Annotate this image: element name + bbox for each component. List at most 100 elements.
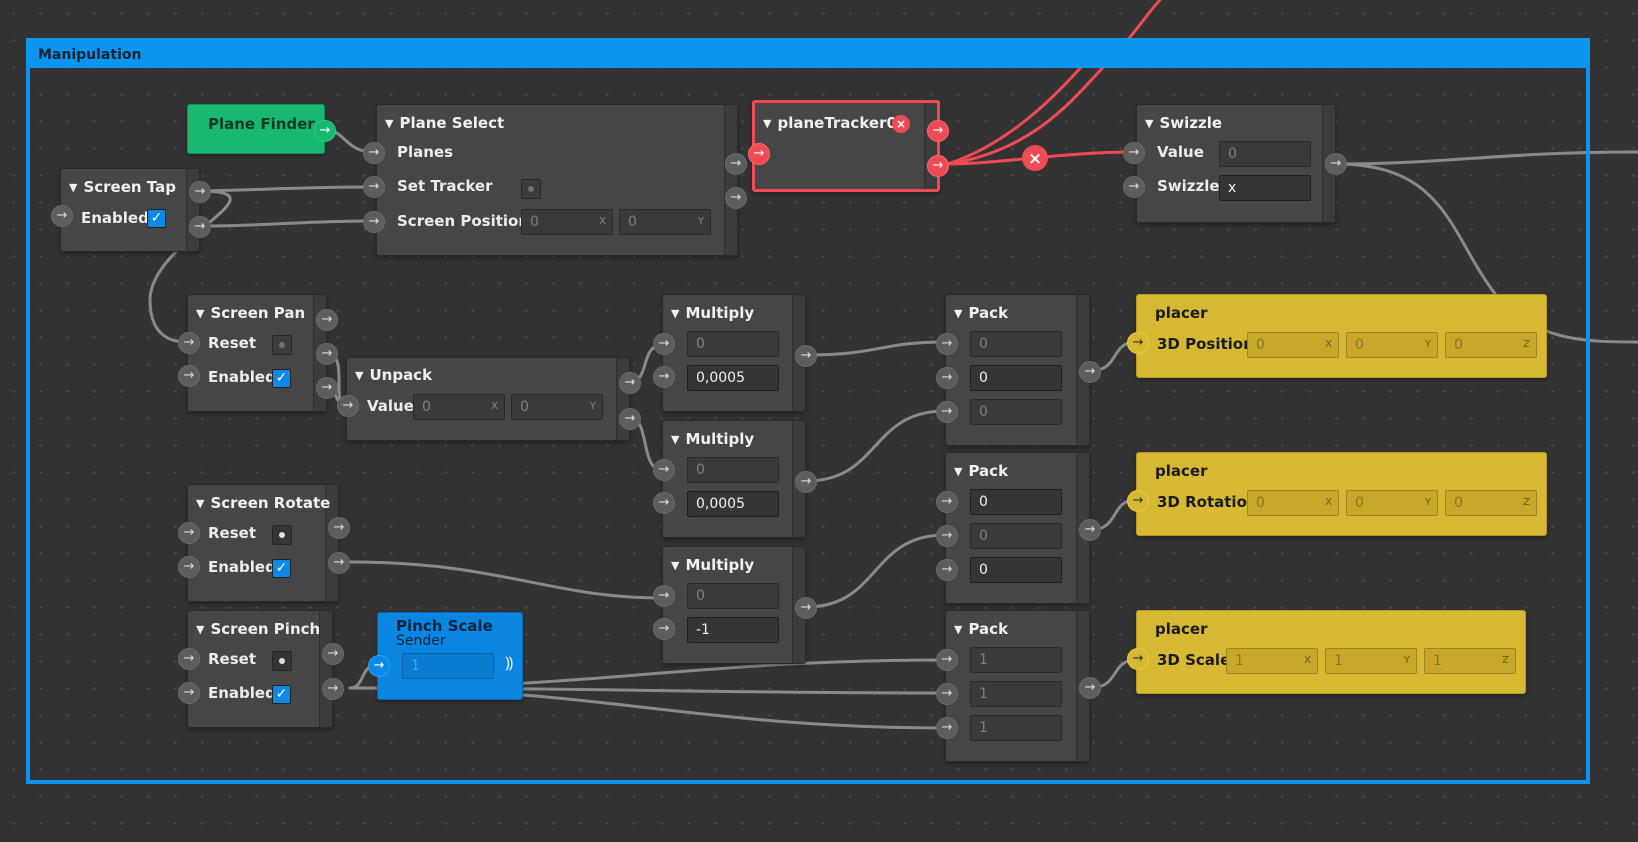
screen-pan-output-3[interactable]: → bbox=[316, 377, 338, 399]
wire-tap-screenposition[interactable] bbox=[198, 219, 376, 228]
wire-mul2-pack1[interactable] bbox=[804, 409, 947, 483]
plane-select-planes-port[interactable]: → bbox=[363, 142, 385, 164]
swizzle-output-port[interactable]: → bbox=[1325, 153, 1347, 175]
multiply-2-a-field[interactable]: 0 bbox=[687, 457, 779, 483]
pack-1-input-y[interactable]: → bbox=[936, 367, 958, 389]
node-multiply-1[interactable]: ▼Multiply → 0 → 0,0005 → bbox=[653, 294, 817, 412]
screen-pinch-output-2[interactable]: → bbox=[322, 678, 344, 700]
pack-3-input-y[interactable]: → bbox=[936, 683, 958, 705]
node-screen-pinch[interactable]: ▼Screen Pinch → Reset → Enabled ✓ → → bbox=[178, 610, 344, 728]
plane-tracker-input-port[interactable]: → bbox=[748, 143, 770, 165]
multiply-2-input-b[interactable]: → bbox=[653, 492, 675, 514]
pack-3-output[interactable]: → bbox=[1079, 677, 1101, 699]
screen-pinch-enabled-port[interactable]: → bbox=[178, 682, 200, 704]
pack-3-input-x[interactable]: → bbox=[936, 649, 958, 671]
node-multiply-3[interactable]: ▼Multiply → 0 → -1 → bbox=[653, 546, 817, 664]
pack-3-z-field[interactable]: 1 bbox=[970, 715, 1062, 741]
node-pack-3[interactable]: ▼Pack → 1 → 1 → 1 → bbox=[936, 610, 1101, 762]
placer-position-input[interactable]: → bbox=[1127, 332, 1149, 354]
plane-tracker-close-icon[interactable]: × bbox=[892, 115, 910, 133]
pack-2-output[interactable]: → bbox=[1079, 519, 1101, 541]
pack-1-input-x[interactable]: → bbox=[936, 333, 958, 355]
placer-rotation-input[interactable]: → bbox=[1127, 490, 1149, 512]
wire-rotate-mul3[interactable] bbox=[348, 560, 664, 600]
wire-tracker-up[interactable] bbox=[946, 0, 1162, 166]
screen-tap-output-2[interactable]: → bbox=[189, 216, 211, 238]
pack-2-z-field[interactable]: 0 bbox=[970, 557, 1062, 583]
pinch-sender-value[interactable]: 1 bbox=[402, 653, 494, 679]
plane-finder-output-port[interactable]: → bbox=[314, 120, 336, 142]
multiply-1-b-field[interactable]: 0,0005 bbox=[687, 365, 779, 391]
screen-pan-enabled-port[interactable]: → bbox=[178, 365, 200, 387]
multiply-3-input-b[interactable]: → bbox=[653, 618, 675, 640]
wire-swizzle-out-down[interactable] bbox=[1334, 162, 1638, 344]
node-pack-2[interactable]: ▼Pack → 0 → 0 → 0 → bbox=[936, 452, 1101, 604]
screen-rotate-enabled-port[interactable]: → bbox=[178, 556, 200, 578]
screen-pinch-enabled-checkbox[interactable]: ✓ bbox=[272, 685, 291, 704]
unpack-output-y[interactable]: → bbox=[619, 408, 641, 430]
screen-tap-enabled-checkbox[interactable]: ✓ bbox=[147, 209, 166, 228]
multiply-2-input-a[interactable]: → bbox=[653, 459, 675, 481]
screen-pinch-reset-port[interactable]: → bbox=[178, 648, 200, 670]
plane-select-output-2[interactable]: → bbox=[725, 187, 747, 209]
pinch-sender-input[interactable]: → bbox=[368, 655, 390, 677]
multiply-3-output[interactable]: → bbox=[795, 597, 817, 619]
node-plane-tracker[interactable]: ▼planeTracker0 × → → → bbox=[748, 100, 949, 192]
pack-3-x-field[interactable]: 1 bbox=[970, 647, 1062, 673]
node-plane-select[interactable]: ▼Plane Select → Planes → Set Tracker → S… bbox=[363, 104, 747, 256]
screen-pan-enabled-checkbox[interactable]: ✓ bbox=[272, 369, 291, 388]
pack-1-output[interactable]: → bbox=[1079, 361, 1101, 383]
node-screen-pan[interactable]: ▼Screen Pan → Reset → Enabled ✓ → → → bbox=[178, 294, 338, 412]
pack-3-input-z[interactable]: → bbox=[936, 717, 958, 739]
screen-rotate-enabled-checkbox[interactable]: ✓ bbox=[272, 559, 291, 578]
screen-pan-output-1[interactable]: → bbox=[316, 309, 338, 331]
swizzle-value-port[interactable]: → bbox=[1123, 142, 1145, 164]
multiply-1-input-b[interactable]: → bbox=[653, 366, 675, 388]
screen-tap-enabled-port[interactable]: → bbox=[51, 205, 73, 227]
pack-2-x-field[interactable]: 0 bbox=[970, 489, 1062, 515]
wire-mul1-pack1[interactable] bbox=[804, 340, 947, 357]
pack-3-y-field[interactable]: 1 bbox=[970, 681, 1062, 707]
screen-rotate-output-1[interactable]: → bbox=[328, 517, 350, 539]
plane-select-output-1[interactable]: → bbox=[725, 153, 747, 175]
screen-rotate-reset-port[interactable]: → bbox=[178, 522, 200, 544]
pack-2-input-z[interactable]: → bbox=[936, 559, 958, 581]
wire-mul3-pack2[interactable] bbox=[804, 533, 947, 609]
swizzle-value-field[interactable]: 0 bbox=[1219, 141, 1311, 167]
group-manipulation[interactable]: Manipulation bbox=[26, 38, 1590, 784]
plane-select-settracker-port[interactable]: → bbox=[363, 176, 385, 198]
swizzle-swizzle-field[interactable]: x bbox=[1219, 175, 1311, 201]
swizzle-swizzle-port[interactable]: → bbox=[1123, 176, 1145, 198]
node-plane-finder[interactable]: Plane Finder → bbox=[187, 104, 336, 154]
multiply-1-a-field[interactable]: 0 bbox=[687, 331, 779, 357]
node-multiply-2[interactable]: ▼Multiply → 0 → 0,0005 → bbox=[653, 420, 817, 538]
unpack-value-port[interactable]: → bbox=[337, 395, 359, 417]
multiply-3-input-a[interactable]: → bbox=[653, 585, 675, 607]
pack-2-input-x[interactable]: → bbox=[936, 491, 958, 513]
pack-1-y-field[interactable]: 0 bbox=[970, 365, 1062, 391]
screen-pan-reset-pulse[interactable] bbox=[272, 335, 292, 355]
wire-tap-panreset[interactable] bbox=[148, 189, 232, 344]
pack-1-z-field[interactable]: 0 bbox=[970, 399, 1062, 425]
screen-rotate-reset-pulse[interactable] bbox=[272, 525, 292, 545]
screen-pinch-output-1[interactable]: → bbox=[322, 643, 344, 665]
plane-tracker-output-2[interactable]: → bbox=[927, 155, 949, 177]
unpack-output-x[interactable]: → bbox=[619, 372, 641, 394]
node-pinch-scale-sender[interactable]: Pinch Scale Sender → 1 ⸩ bbox=[368, 612, 523, 700]
multiply-1-output[interactable]: → bbox=[795, 345, 817, 367]
pack-1-x-field[interactable]: 0 bbox=[970, 331, 1062, 357]
plane-select-position-port[interactable]: → bbox=[363, 211, 385, 233]
multiply-3-a-field[interactable]: 0 bbox=[687, 583, 779, 609]
